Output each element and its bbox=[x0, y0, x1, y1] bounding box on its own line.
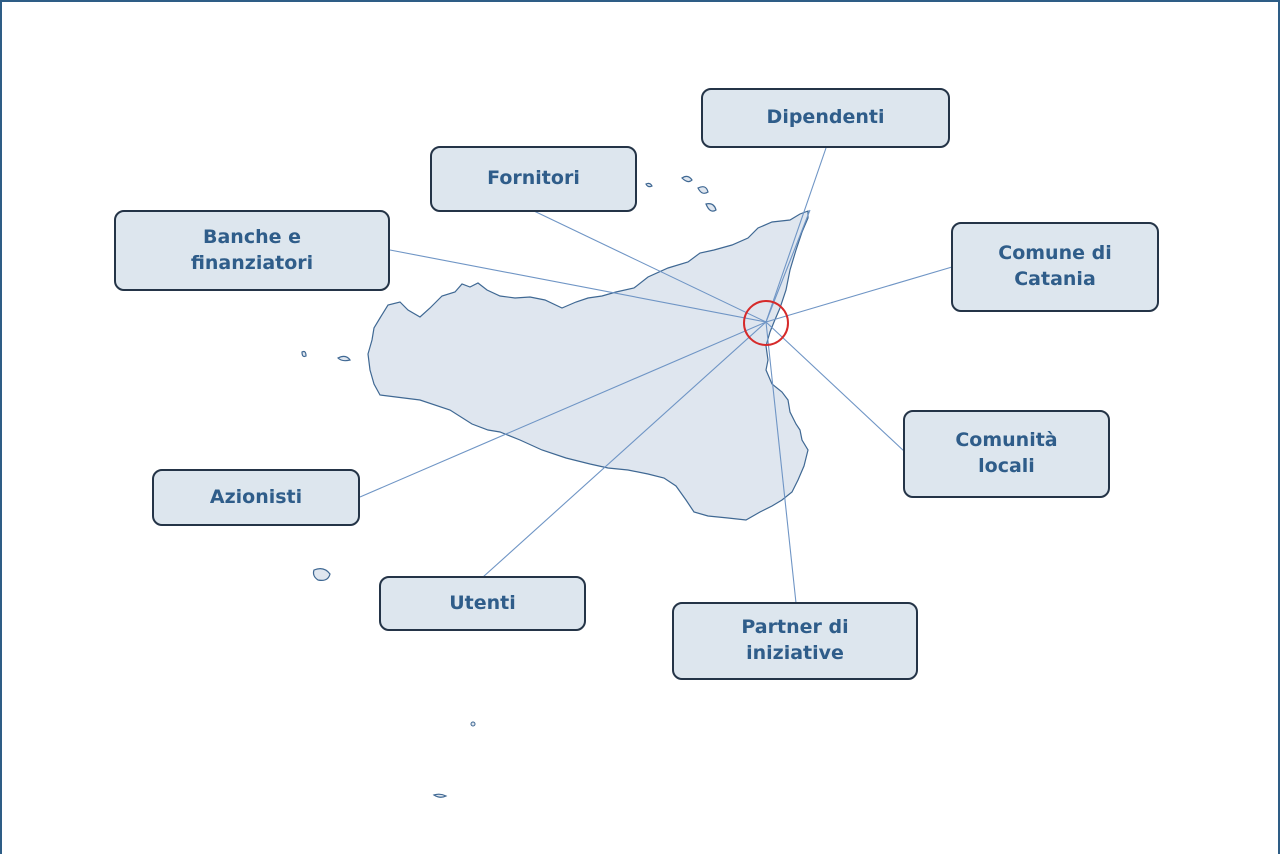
connector-dipendenti bbox=[765, 147, 827, 323]
aeolian-island-4 bbox=[645, 182, 653, 188]
connector-banche bbox=[389, 249, 767, 323]
egadi-island-2 bbox=[336, 355, 351, 362]
aeolian-island-3 bbox=[705, 203, 717, 212]
stakeholder-label-partner: Partner di iniziative bbox=[741, 616, 849, 664]
stakeholder-box-dipendenti: Dipendenti bbox=[701, 88, 950, 148]
stakeholder-label-banche: Banche e finanziatori bbox=[190, 225, 314, 274]
connector-utenti bbox=[482, 321, 767, 578]
connector-dipendenti-secondary bbox=[765, 209, 811, 323]
stakeholder-box-fornitori: Fornitori bbox=[430, 146, 637, 212]
stakeholder-label-azionisti: Azionisti bbox=[209, 485, 303, 508]
egadi-island-1 bbox=[301, 350, 307, 358]
catania-highlight-circle bbox=[743, 300, 789, 346]
aeolian-island-2 bbox=[697, 186, 709, 194]
connector-azionisti bbox=[359, 321, 767, 498]
connector-comunita bbox=[765, 321, 906, 453]
stakeholder-box-banche: Banche e finanziatori bbox=[114, 210, 390, 291]
pantelleria-island bbox=[312, 568, 331, 581]
stakeholder-label-comune: Comune di Catania bbox=[998, 242, 1112, 290]
stakeholder-box-comunita: Comunità locali bbox=[903, 410, 1110, 498]
stakeholder-label-utenti: Utenti bbox=[449, 591, 516, 614]
stakeholder-label-dipendenti: Dipendenti bbox=[766, 106, 885, 129]
aeolian-island-1 bbox=[681, 175, 693, 183]
stakeholder-label-fornitori: Fornitori bbox=[487, 167, 580, 190]
stakeholder-box-comune: Comune di Catania bbox=[951, 222, 1159, 312]
stakeholder-label-comunita: Comunità locali bbox=[955, 429, 1058, 477]
linosa-island bbox=[470, 721, 476, 727]
connector-comune bbox=[765, 266, 953, 323]
connector-fornitori bbox=[533, 210, 767, 323]
lampedusa-island bbox=[432, 793, 448, 798]
connector-partner bbox=[765, 321, 797, 604]
stakeholder-box-utenti: Utenti bbox=[379, 576, 586, 631]
connector-lines bbox=[359, 147, 953, 604]
stakeholder-box-partner: Partner di iniziative bbox=[672, 602, 918, 680]
stakeholder-box-azionisti: Azionisti bbox=[152, 469, 360, 526]
sicily-island-shape bbox=[367, 210, 809, 521]
